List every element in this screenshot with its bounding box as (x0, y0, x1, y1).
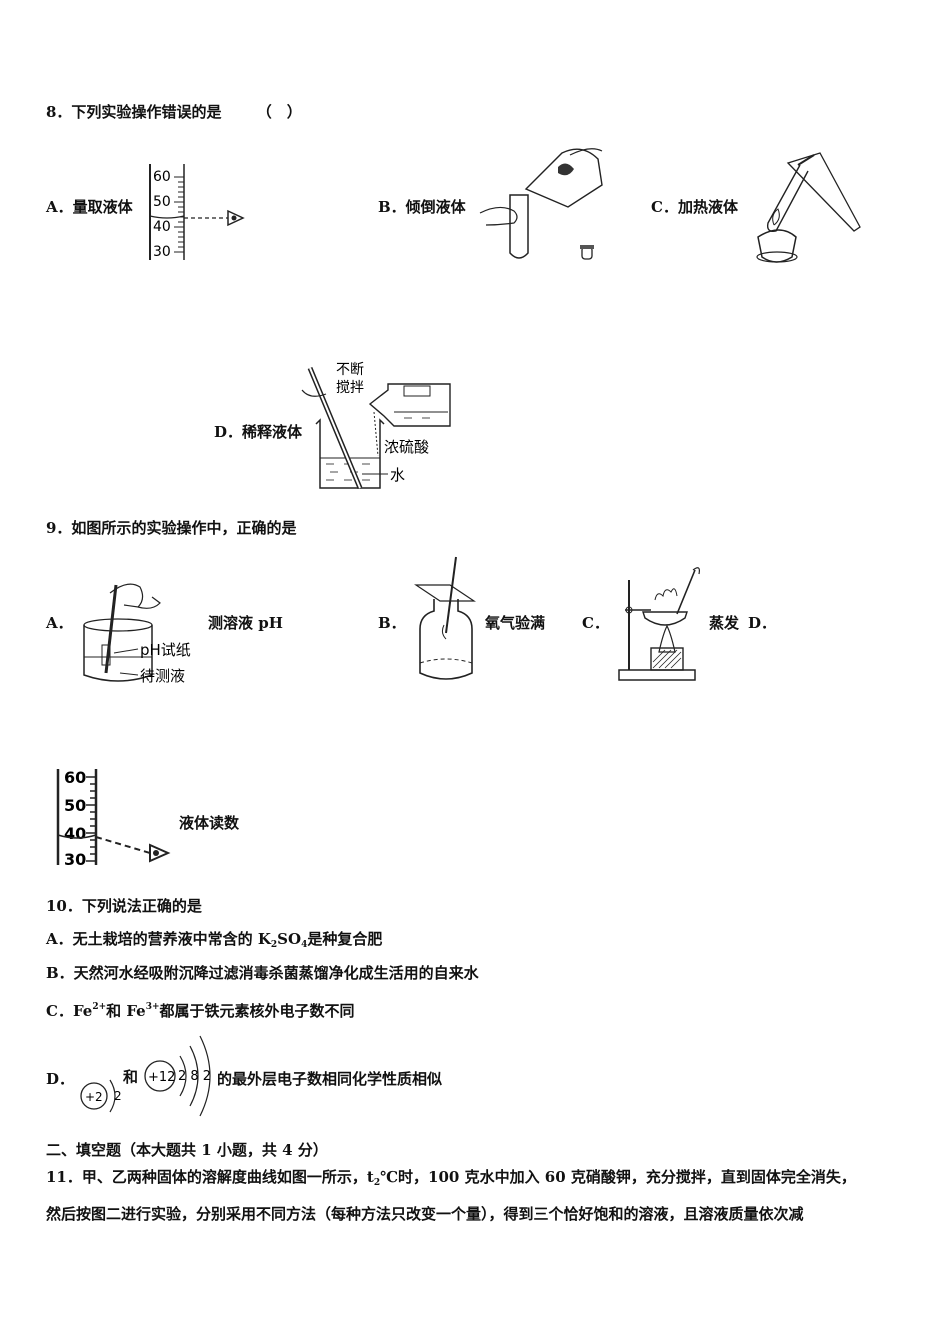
q8-option-a-cylinder-figure: 60 50 40 30 (149, 164, 245, 260)
atom2-nucleus: +12 (148, 1070, 175, 1085)
eye-icon (149, 843, 171, 863)
q10-option-d-mark: D． (46, 1070, 75, 1088)
section2-title: 二、填空题（本大题共 1 小题，共 4 分） (46, 1141, 328, 1159)
atom2-shells: 2 8 2 (178, 1069, 211, 1084)
q10-c-pre: C．Fe (46, 1002, 93, 1020)
water-label: 水 (390, 466, 405, 484)
cyl-tick-60: 60 (153, 169, 171, 185)
q9-option-b-mark: B． (378, 614, 406, 632)
q9-option-c-mark: C． (582, 614, 609, 632)
q10-c-post: 都属于铁元素核外电子数不同 (159, 1002, 355, 1020)
q8-option-b-pouring-figure (479, 148, 603, 260)
test-solution-label: 待测液 (140, 667, 185, 685)
atom-diagram-helium: +2 2 (80, 1079, 122, 1113)
q8-answer-paren: （ ） (256, 103, 302, 121)
reading-tick-60: 60 (64, 768, 86, 787)
q11-line1-pre: 11．甲、乙两种固体的溶解度曲线如图一所示，t (46, 1168, 374, 1186)
q10-a-sub1: 2 (270, 940, 278, 950)
q8-option-b-label: B．倾倒液体 (378, 198, 466, 216)
q10-option-b: B．天然河水经吸附沉降过滤消毒杀菌蒸馏净化成生活用的自来水 (46, 964, 479, 982)
reading-tick-30: 30 (64, 850, 86, 869)
q9-option-a-label: 测溶液 pH (208, 614, 283, 632)
stir-label-1: 不断 (336, 362, 364, 378)
reading-tick-50: 50 (64, 796, 86, 815)
stir-label-2: 搅拌 (336, 380, 364, 396)
q10-option-d-and: 和 (123, 1068, 139, 1086)
q9-option-d-label: 液体读数 (179, 814, 240, 832)
q9-option-a-ph-figure: pH试纸 待测液 (83, 583, 191, 685)
q8-option-d-dilution-figure: 不断 搅拌 浓硫酸 水 (301, 362, 451, 489)
q9-stem: 9．如图所示的实验操作中，正确的是 (46, 519, 297, 537)
q10-a-mid: SO (277, 930, 302, 948)
eye-icon (227, 209, 245, 227)
cyl-tick-50: 50 (153, 194, 171, 210)
q10-c-sup2: 3+ (145, 1002, 160, 1012)
q8-option-c-heating-figure (756, 152, 861, 263)
atom1-nucleus: +2 (85, 1090, 103, 1104)
cyl-tick-30: 30 (153, 244, 171, 260)
cyl-tick-40: 40 (153, 219, 171, 235)
q11-line1: 11．甲、乙两种固体的溶解度曲线如图一所示，t2℃时，100 克水中加入 60 … (46, 1167, 856, 1193)
q11-line1-sub: 2 (373, 1178, 381, 1188)
q9-option-c-evaporation-figure (618, 567, 700, 681)
q9-option-b-oxygen-figure (414, 556, 476, 680)
q8-option-d-label: D．稀释液体 (214, 423, 303, 441)
q10-c-sup1: 2+ (92, 1002, 107, 1012)
q10-option-d-text: 的最外层电子数相同化学性质相似 (217, 1070, 443, 1088)
q8-stem: 8．下列实验操作错误的是 （ ） (46, 102, 302, 122)
q10-a-sub2: 4 (301, 940, 308, 950)
reading-tick-40: 40 (64, 824, 86, 843)
q8-option-c-label: C．加热液体 (651, 198, 738, 216)
acid-label: 浓硫酸 (384, 438, 429, 456)
atom1-shell: 2 (114, 1089, 122, 1103)
q9-option-c-label: 蒸发 (709, 614, 740, 632)
q11-line2: 然后按图二进行实验，分别采用不同方法（每种方法只改变一个量），得到三个恰好饱和的… (46, 1205, 804, 1223)
q10-a-post: 是种复合肥 (307, 930, 383, 948)
atom-diagram-magnesium: +12 2 8 2 (144, 1035, 211, 1117)
q10-option-a: A．无土栽培的营养液中常含的 K2SO4是种复合肥 (46, 929, 382, 955)
q10-c-mid: 和 Fe (106, 1002, 146, 1020)
q8-stem-text: 8．下列实验操作错误的是 (46, 103, 222, 121)
q8-option-a-label: A．量取液体 (46, 198, 133, 216)
q11-line1-post: ℃时，100 克水中加入 60 克硝酸钾，充分搅拌，直到固体完全消失， (380, 1168, 856, 1186)
q9-option-a-mark: A． (46, 614, 73, 632)
q9-option-b-label: 氧气验满 (485, 614, 546, 632)
q10-option-c: C．Fe2+和 Fe3+都属于铁元素核外电子数不同 (46, 997, 355, 1021)
q10-a-text: A．无土栽培的营养液中常含的 K (46, 930, 271, 948)
q9-option-d-mark: D． (748, 614, 777, 632)
q10-stem: 10．下列说法正确的是 (46, 897, 202, 915)
ph-paper-label: pH试纸 (140, 641, 191, 659)
q9-option-d-reading-figure: 60 50 40 30 (56, 768, 171, 869)
